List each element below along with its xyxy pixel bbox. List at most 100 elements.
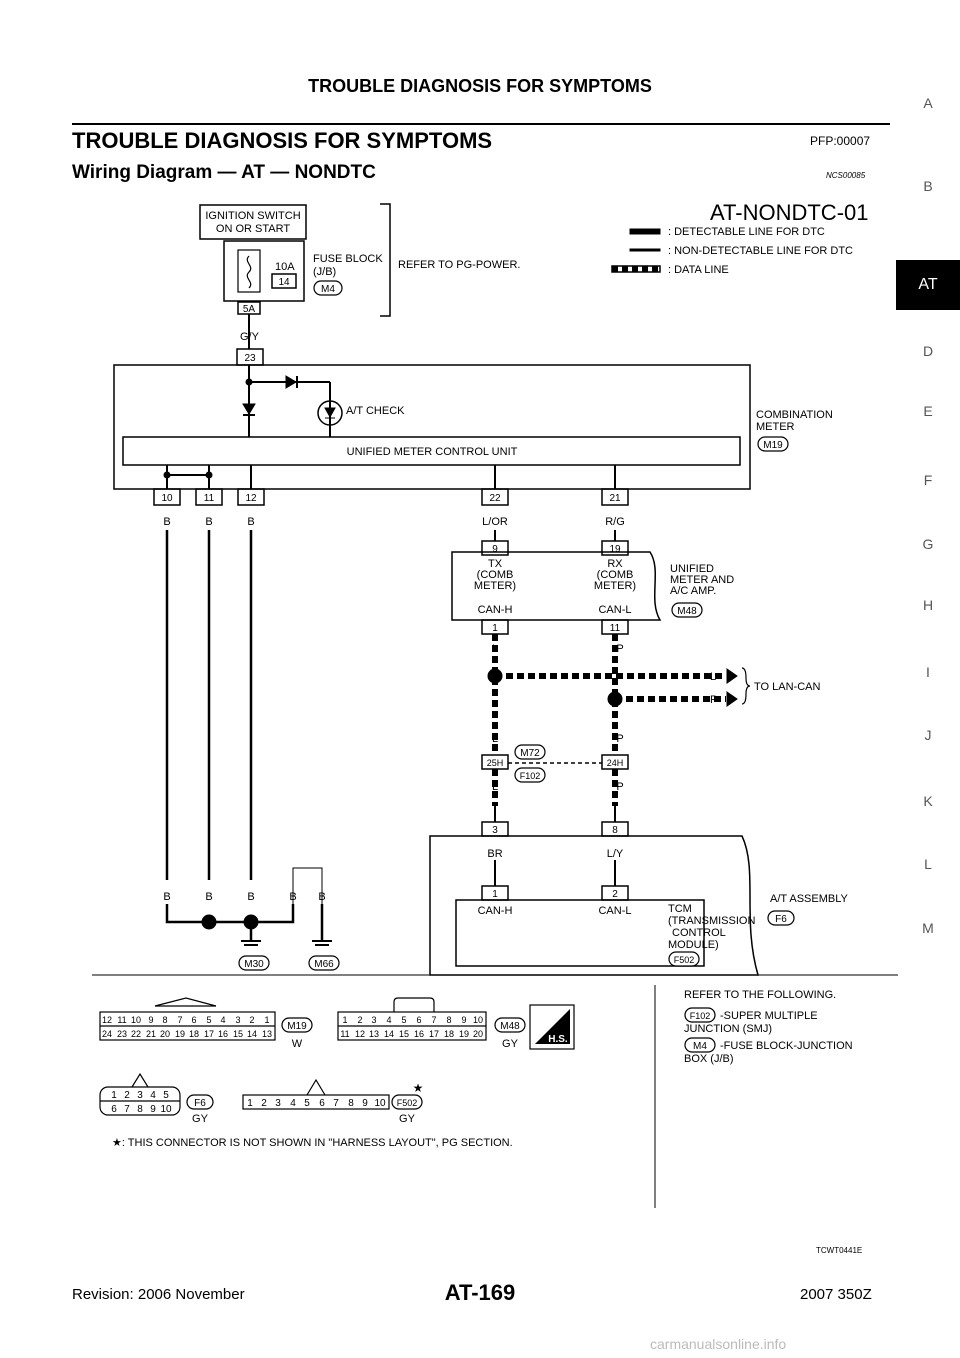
diagram-code: AT-NONDTC-01 <box>710 200 869 225</box>
junction-pin-25h: 25H <box>487 758 504 768</box>
pfp-code: PFP:00007 <box>810 134 871 148</box>
amp-name-1: UNIFIED <box>670 563 714 575</box>
connector-f502-color: GY <box>399 1113 416 1125</box>
svg-text:7: 7 <box>124 1104 130 1115</box>
meter-pin-23: 23 <box>244 353 256 364</box>
wire-p: P <box>616 733 623 745</box>
side-tab-a[interactable]: A <box>923 95 933 111</box>
svg-text:7: 7 <box>177 1015 182 1025</box>
wire-lor: L/OR <box>482 516 508 528</box>
at-connector: F6 <box>775 914 787 925</box>
side-tab-f[interactable]: F <box>923 472 933 488</box>
at-check-label: A/T CHECK <box>346 405 405 417</box>
to-lan-can: TO LAN-CAN <box>754 681 820 693</box>
svg-text:3: 3 <box>371 1015 376 1025</box>
side-tab-g[interactable]: G <box>922 536 934 552</box>
wire-p: P <box>710 694 717 706</box>
svg-text:14: 14 <box>247 1029 257 1039</box>
svg-text:16: 16 <box>218 1029 228 1039</box>
tcm-canl: CAN-L <box>598 905 631 917</box>
svg-text:9: 9 <box>150 1104 156 1115</box>
star-mark: ★ <box>413 1081 424 1095</box>
svg-text:2: 2 <box>261 1098 267 1109</box>
svg-text:15: 15 <box>233 1029 243 1039</box>
svg-text:19: 19 <box>175 1029 185 1039</box>
fuse-amp: 10A <box>275 261 295 273</box>
amp-pin-9: 9 <box>492 544 498 555</box>
rx-label-2: (COMB <box>597 569 634 581</box>
refer-power: REFER TO PG-POWER. <box>398 259 520 271</box>
svg-text:22: 22 <box>131 1029 141 1039</box>
ref-m4-desc-2: BOX (J/B) <box>684 1053 734 1065</box>
connector-f502-label: F502 <box>397 1098 418 1108</box>
footer-page-number: AT-169 <box>444 1280 516 1305</box>
svg-text:7: 7 <box>333 1098 339 1109</box>
wire-rg: R/G <box>605 516 625 528</box>
connector-note: ★: THIS CONNECTOR IS NOT SHOWN IN "HARNE… <box>112 1137 513 1149</box>
tcm-label-2: (TRANSMISSION <box>668 915 755 927</box>
svg-text:12: 12 <box>102 1015 112 1025</box>
wire-b: B <box>289 891 296 903</box>
legend-detectable: : DETECTABLE LINE FOR DTC <box>668 226 825 238</box>
amp-connector: M48 <box>677 606 697 617</box>
rx-label-1: RX <box>607 558 623 570</box>
connector-m48-color: GY <box>502 1038 519 1050</box>
svg-text:23: 23 <box>117 1029 127 1039</box>
side-tab-j[interactable]: J <box>924 727 932 743</box>
tx-label-3: METER) <box>474 580 516 592</box>
svg-text:20: 20 <box>473 1029 483 1039</box>
connector-f502-pins: 1 2 3 4 5 6 7 8 9 10 <box>247 1098 386 1109</box>
ref-f102-desc-1: -SUPER MULTIPLE <box>720 1010 818 1022</box>
wire-gy: G/Y <box>240 331 260 343</box>
svg-text:8: 8 <box>137 1104 143 1115</box>
ignition-label-1: IGNITION SWITCH <box>205 210 300 222</box>
legend-non-detectable: : NON-DETECTABLE LINE FOR DTC <box>668 245 853 257</box>
amp-pin-11: 11 <box>610 623 621 634</box>
legend-data: : DATA LINE <box>668 264 729 276</box>
side-tab-i[interactable]: I <box>926 664 930 680</box>
side-tab-b[interactable]: B <box>923 178 933 194</box>
side-tab-m[interactable]: M <box>922 920 934 936</box>
wire-l: L <box>492 643 498 655</box>
side-tab-k[interactable]: K <box>923 793 933 809</box>
amp-name-2: METER AND <box>670 574 734 586</box>
svg-text:6: 6 <box>111 1104 117 1115</box>
ground-m66: M66 <box>314 959 334 970</box>
connector-f6-color: GY <box>192 1113 209 1125</box>
side-tab-e[interactable]: E <box>923 403 933 419</box>
tcm-canh: CAN-H <box>478 905 513 917</box>
tcm-pin-1: 1 <box>492 889 498 900</box>
side-tab-h[interactable]: H <box>922 597 934 613</box>
section-title: TROUBLE DIAGNOSIS FOR SYMPTOMS <box>72 128 493 153</box>
tcm-label-1: TCM <box>668 903 692 915</box>
svg-text:2: 2 <box>124 1090 130 1101</box>
svg-text:10: 10 <box>374 1098 386 1109</box>
amp-pin-1: 1 <box>492 623 498 634</box>
svg-text:8: 8 <box>162 1015 167 1025</box>
footer-revision: Revision: 2006 November <box>72 1286 245 1303</box>
watermark: carmanualsonline.info <box>650 1336 787 1352</box>
side-tab-at[interactable]: AT <box>896 260 960 310</box>
side-tab-d[interactable]: D <box>922 343 934 359</box>
meter-pin: 12 <box>245 493 257 504</box>
wire-l: L <box>492 733 498 745</box>
wire-b: B <box>247 891 254 903</box>
svg-text:4: 4 <box>290 1098 296 1109</box>
meter-pin: 22 <box>489 493 501 504</box>
reference-code: NCS00085 <box>826 171 866 180</box>
connector-f6-label: F6 <box>194 1098 206 1109</box>
svg-text:17: 17 <box>429 1029 439 1039</box>
svg-text:6: 6 <box>416 1015 421 1025</box>
svg-text:13: 13 <box>369 1029 379 1039</box>
tcm-connector: F502 <box>674 955 695 965</box>
wire-ly: L/Y <box>607 848 624 860</box>
ref-f102-oval: F102 <box>690 1011 711 1021</box>
svg-text:8: 8 <box>348 1098 354 1109</box>
svg-text:12: 12 <box>355 1029 365 1039</box>
svg-text:10: 10 <box>131 1015 141 1025</box>
svg-text:15: 15 <box>399 1029 409 1039</box>
svg-text:20: 20 <box>160 1029 170 1039</box>
svg-text:1: 1 <box>247 1098 253 1109</box>
side-tab-l[interactable]: L <box>924 856 932 872</box>
connector-m48-label: M48 <box>500 1021 520 1032</box>
